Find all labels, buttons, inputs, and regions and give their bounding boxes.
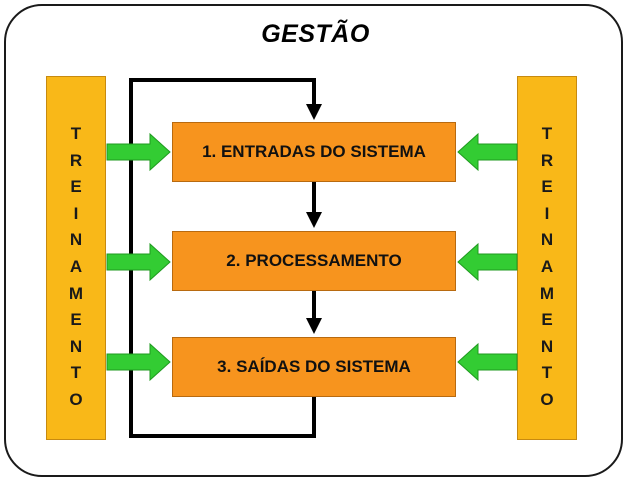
left-bar-letter: N <box>69 336 83 356</box>
right-training-arrow-2 <box>457 242 518 282</box>
left-bar-letter: M <box>68 283 84 303</box>
left-training-arrow-1 <box>106 132 171 172</box>
step-box-inputs: 1. ENTRADAS DO SISTEMA <box>172 122 456 182</box>
right-bar-letter: E <box>541 177 553 197</box>
left-bar-letter: E <box>70 310 82 330</box>
right-bar-letter: A <box>540 256 554 276</box>
flow-arrowhead-2-to-3 <box>306 318 322 334</box>
right-bar-letter: M <box>539 283 555 303</box>
right-bar-letter: R <box>540 150 554 170</box>
right-bar-letter: O <box>540 389 554 409</box>
diagram-title: GESTÃO <box>261 20 370 48</box>
right-training-bar: T R E I N A M E N T O <box>517 76 577 440</box>
left-bar-letter: T <box>70 124 82 143</box>
left-bar-letter: O <box>69 389 83 409</box>
left-bar-letter: T <box>70 363 82 383</box>
step-box-outputs: 3. SAÍDAS DO SISTEMA <box>172 337 456 397</box>
right-bar-letter: I <box>544 203 550 223</box>
step-label: 1. ENTRADAS DO SISTEMA <box>202 142 426 161</box>
left-bar-letter: I <box>73 203 79 223</box>
left-bar-letter: N <box>69 230 83 250</box>
left-bar-letter: A <box>69 256 83 276</box>
left-training-bar: T R E I N A M E N T O <box>46 76 106 440</box>
right-bar-letter: N <box>540 230 554 250</box>
feedback-arrowhead <box>306 104 322 120</box>
right-bar-letter: E <box>541 310 553 330</box>
right-bar-letter: T <box>541 363 553 383</box>
left-training-arrow-2 <box>106 242 171 282</box>
left-bar-letter: E <box>70 177 82 197</box>
right-training-arrow-3 <box>457 342 518 382</box>
left-training-arrow-3 <box>106 342 171 382</box>
left-bar-letter: R <box>69 150 83 170</box>
flow-arrowhead-1-to-2 <box>306 212 322 228</box>
right-bar-letter: T <box>541 124 553 143</box>
step-label: 2. PROCESSAMENTO <box>226 251 402 270</box>
step-box-processing: 2. PROCESSAMENTO <box>172 231 456 291</box>
right-training-arrow-1 <box>457 132 518 172</box>
right-bar-letter: N <box>540 336 554 356</box>
step-label: 3. SAÍDAS DO SISTEMA <box>217 357 411 376</box>
